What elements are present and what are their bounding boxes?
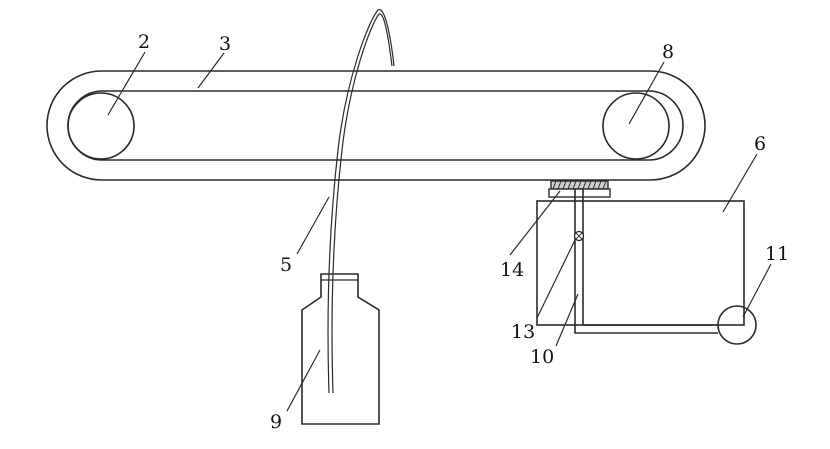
bottle bbox=[301, 273, 380, 425]
leader-6 bbox=[722, 153, 758, 213]
leader-2 bbox=[107, 51, 146, 116]
pump-11 bbox=[717, 305, 757, 345]
conveyor-belt-inner bbox=[67, 90, 684, 161]
valve-13 bbox=[573, 230, 585, 242]
wire-line-b bbox=[331, 13, 393, 394]
label-10: 10 bbox=[530, 346, 554, 368]
plate-14 bbox=[548, 180, 611, 198]
label-5: 5 bbox=[280, 254, 292, 276]
pipe-outer bbox=[574, 189, 718, 334]
leader-13 bbox=[536, 237, 577, 319]
roller-left bbox=[67, 92, 135, 160]
leader-3 bbox=[197, 52, 225, 89]
label-14: 14 bbox=[500, 259, 524, 281]
label-6: 6 bbox=[754, 133, 766, 155]
label-8: 8 bbox=[662, 41, 674, 63]
label-11: 11 bbox=[765, 243, 789, 265]
wire-line-a bbox=[327, 9, 395, 394]
label-13: 13 bbox=[511, 321, 535, 343]
leader-5 bbox=[296, 196, 330, 255]
label-3: 3 bbox=[219, 33, 231, 55]
label-2: 2 bbox=[138, 31, 150, 53]
roller-right bbox=[602, 92, 670, 160]
leader-14 bbox=[509, 190, 561, 256]
leader-8 bbox=[628, 61, 665, 125]
leader-10 bbox=[555, 293, 579, 347]
pipe-inner bbox=[582, 189, 718, 326]
leader-9 bbox=[286, 349, 321, 412]
label-9: 9 bbox=[270, 411, 282, 433]
leader-11 bbox=[742, 263, 772, 318]
conveyor-belt-outer bbox=[46, 70, 706, 181]
box bbox=[536, 200, 745, 326]
